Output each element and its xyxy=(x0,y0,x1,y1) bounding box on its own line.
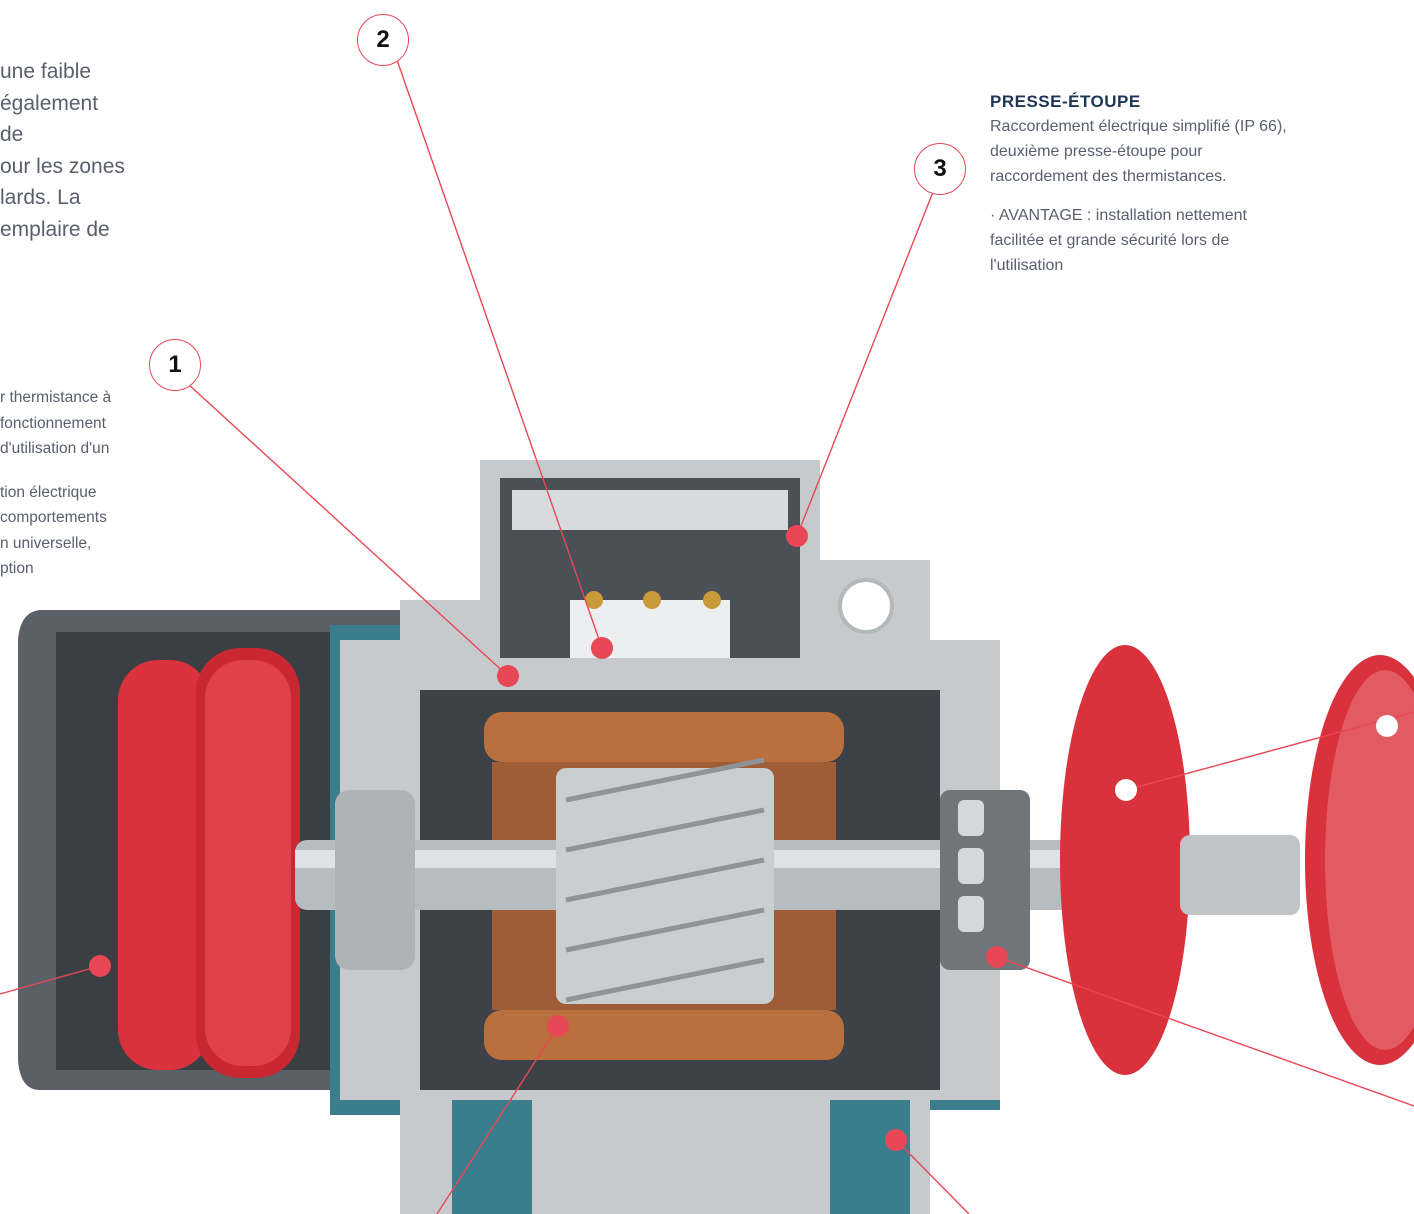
intro-line: emplaire de xyxy=(0,217,110,241)
callout-dot-foot xyxy=(885,1129,907,1151)
intro-line: une faible xyxy=(0,60,92,83)
description-line: raccordement des thermistances. xyxy=(990,168,1227,185)
feature-line: d'utilisation d'un xyxy=(0,440,110,457)
feature-block-1: r thermistance à fonctionnement d'utilis… xyxy=(0,385,111,462)
feature-description: r thermistance à fonctionnement d'utilis… xyxy=(0,385,111,600)
callout-dot-left-weight xyxy=(89,955,111,977)
advantage-line: l'utilisation xyxy=(990,257,1064,274)
intro-paragraph: une faible également de our les zones la… xyxy=(0,56,125,245)
advantage-line: · AVANTAGE : installation nettement xyxy=(990,207,1247,224)
presse-etoupe-title: PRESSE-ÉTOUPE xyxy=(990,92,1141,111)
callout-dot-terminal xyxy=(591,637,613,659)
callout-dot-roller-bearing xyxy=(986,946,1008,968)
intro-line: également xyxy=(0,91,99,115)
foot-right xyxy=(830,1100,910,1214)
callout-badge-3: 3 xyxy=(914,143,966,195)
rotor xyxy=(556,768,774,1004)
feature-line: fonctionnement xyxy=(0,414,106,432)
callout-dot-cable-gland xyxy=(786,525,808,547)
feature-line: n universelle, xyxy=(0,534,92,552)
left-weight-outer xyxy=(118,660,210,1070)
presse-etoupe-advantage: · AVANTAGE : installation nettement faci… xyxy=(990,203,1390,278)
description-line: Raccordement électrique simplifié (IP 66… xyxy=(990,118,1287,135)
description-line: deuxième presse-étoupe pour xyxy=(990,143,1203,160)
right-roller-bearing xyxy=(940,790,1030,970)
callout-badge-1: 1 xyxy=(149,339,201,391)
feature-line: tion électrique xyxy=(0,483,97,501)
callout-badge-2: 2 xyxy=(357,14,409,66)
foot-left xyxy=(452,1100,532,1214)
intro-line: our les zones xyxy=(0,154,125,178)
feature-line: comportements xyxy=(0,509,107,526)
presse-etoupe-description: Raccordement électrique simplifié (IP 66… xyxy=(990,114,1390,189)
housing-hole xyxy=(838,578,894,634)
stator-winding-bottom xyxy=(484,1010,844,1060)
advantage-line: facilitée et grande sécurité lors de xyxy=(990,232,1230,249)
intro-line: de xyxy=(0,123,24,146)
intro-line: lards. La xyxy=(0,186,81,209)
stator-winding-top xyxy=(484,712,844,762)
right-weight-inner xyxy=(1060,645,1190,1075)
callout-dot-outer-weight xyxy=(1376,715,1398,737)
left-bearing xyxy=(335,790,415,970)
feature-block-2: tion électrique comportements n universe… xyxy=(0,480,111,582)
feature-line: r thermistance à xyxy=(0,389,112,406)
callout-dot-winding xyxy=(547,1015,569,1037)
callout-dot-right-weight xyxy=(1115,779,1137,801)
callout-dot-thermistor xyxy=(497,665,519,687)
feature-line: ption xyxy=(0,560,34,577)
presse-etoupe-annotation: PRESSE-ÉTOUPE Raccordement électrique si… xyxy=(990,92,1390,278)
